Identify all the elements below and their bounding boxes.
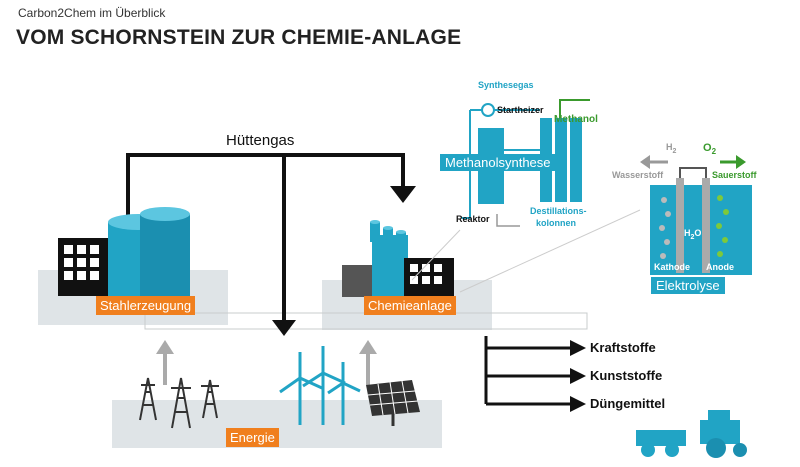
product-duengemittel: Düngemittel — [590, 396, 666, 411]
huettengas-flow — [126, 153, 405, 325]
methanol-module — [411, 99, 590, 281]
arrow-to-chemie — [390, 186, 416, 203]
wind-turbine-icons — [279, 346, 361, 425]
steel-plant-icon — [58, 207, 190, 300]
methanolsynthese-title: Methanolsynthese — [440, 154, 556, 171]
energy-arrows — [156, 340, 377, 385]
product-arrows — [484, 336, 572, 406]
huettengas-label: Hüttengas — [226, 132, 295, 149]
arrow-to-bar — [272, 320, 296, 336]
steel-label: Stahlerzeugung — [96, 296, 196, 315]
synthesegas-label: Synthesegas — [478, 80, 534, 90]
energy-label: Energie — [226, 428, 279, 447]
h2o-label: H2O — [684, 228, 702, 241]
chem-label: Chemieanlage — [364, 296, 456, 315]
arrow-kraftstoffe — [570, 340, 586, 356]
sauerstoff-label: Sauerstoff — [712, 170, 757, 180]
product-kraftstoffe: Kraftstoffe — [590, 340, 656, 355]
methanol-product-label: Methanol — [554, 114, 598, 125]
page-title: VOM SCHORNSTEIN ZUR CHEMIE-ANLAGE — [16, 26, 462, 49]
kathode-label: Kathode — [654, 262, 690, 272]
anode-label: Anode — [706, 262, 734, 272]
arrow-duengemittel — [570, 396, 586, 412]
wasserstoff-label: Wasserstoff — [612, 170, 664, 180]
startheizer-label: Startheizer — [497, 105, 544, 115]
product-kunststoffe: Kunststoffe — [590, 368, 663, 383]
pylon-icons — [139, 377, 219, 429]
reaktor-label: Reaktor — [456, 214, 490, 224]
tractor-icon — [636, 410, 747, 458]
h2-label: H2 — [666, 142, 677, 155]
electrolysis-module — [459, 155, 752, 293]
elektrolyse-title: Elektrolyse — [651, 277, 725, 294]
chem-plant-icon — [342, 220, 454, 298]
o2-label: O2 — [703, 142, 717, 157]
arrow-kunststoffe — [570, 368, 586, 384]
solar-panel-icon — [366, 380, 420, 426]
destillation-label-2: kolonnen — [536, 218, 576, 228]
overline: Carbon2Chem im Überblick — [18, 6, 166, 20]
destillation-label-1: Destillations- — [530, 206, 587, 216]
